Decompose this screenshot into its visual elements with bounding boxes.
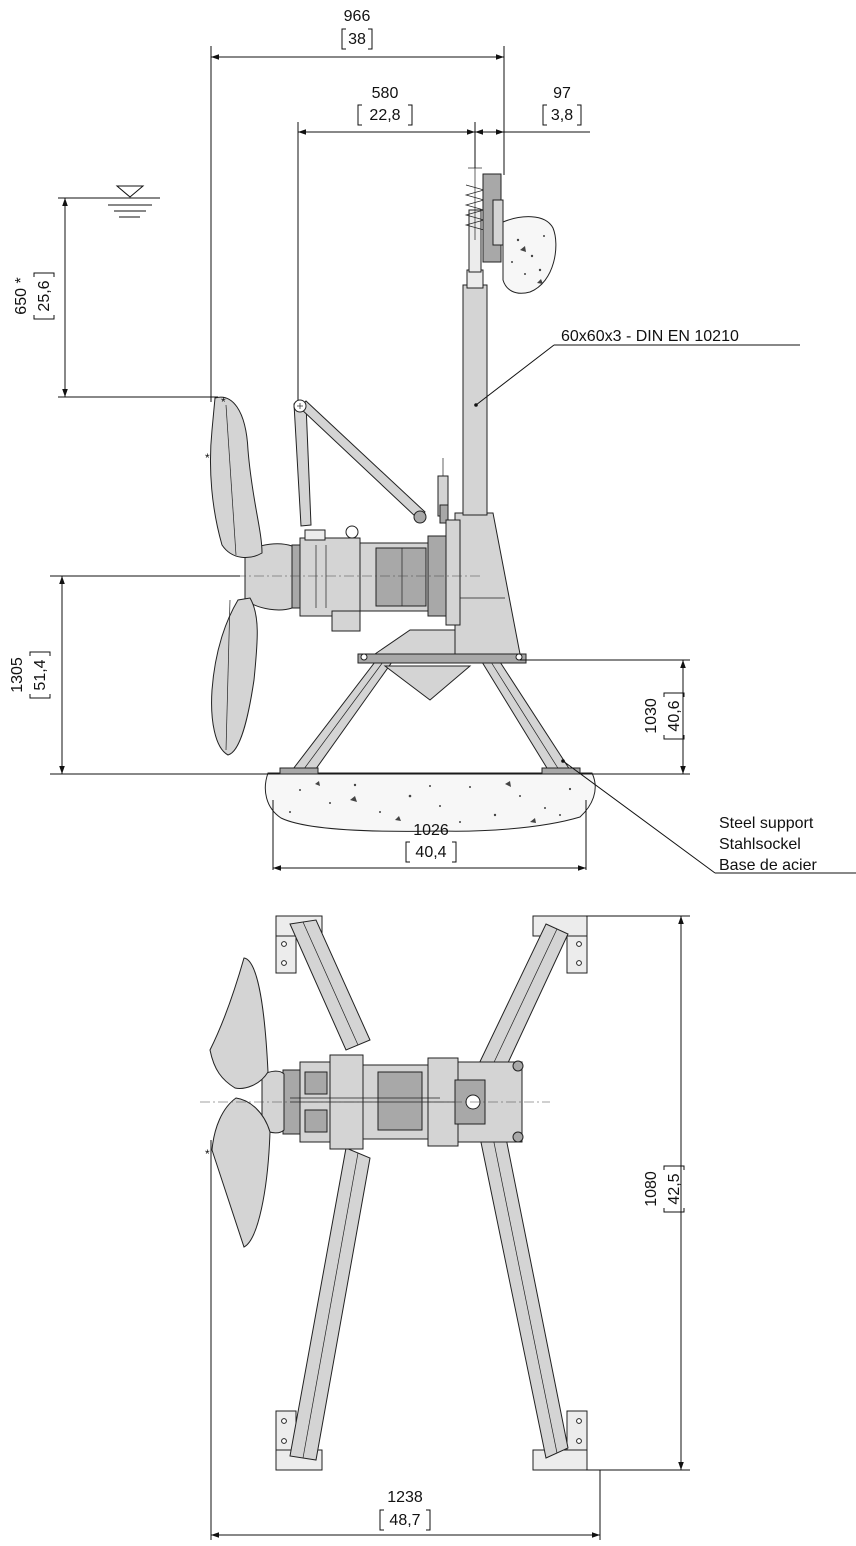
dim-1030-alt: 40,6 [666,700,683,731]
plan-propeller-blade-upper [209,957,269,1089]
mount-bracket [454,512,521,655]
stand-leg-right [481,661,573,774]
water-level-icon [100,185,160,218]
propeller-blade-lower [211,597,258,756]
dim-1026-value: 1026 [413,822,449,839]
plan-propeller-blade-lower [211,1097,271,1248]
svg-text:*: * [205,1147,210,1161]
plan-view: * [200,915,588,1471]
dim-580-alt: 22,8 [369,107,400,124]
dim-97-value: 97 [553,85,571,102]
steel-support-label-en: Steel support [719,815,814,832]
motor-housing [291,519,461,632]
plan-leg-br [475,1107,569,1459]
guide-tube-label: 60x60x3 - DIN EN 10210 [561,328,739,345]
side-dimensions: 966 38 580 22,8 97 3,8 650 * 25,6 1305 5… [9,8,856,874]
stand-platform [357,653,527,664]
dim-1305-value: 1305 [9,657,26,693]
lifting-arm [293,403,312,527]
dim-1080-alt: 42,5 [666,1173,683,1204]
dim-1305-alt: 51,4 [32,659,49,690]
side-view: * * [50,167,690,832]
concrete-foundation [264,772,596,832]
svg-text:*: * [205,451,210,465]
plan-dimensions: 1080 42,5 1238 48,7 [210,915,690,1540]
dim-650-alt: 25,6 [36,280,53,311]
dim-650-value: 650 * [13,277,30,314]
plan-leg-tr [475,923,569,1081]
svg-text:*: * [221,395,226,409]
plan-leg-bl [289,1147,371,1461]
wall-concrete [502,216,557,294]
dim-1030-value: 1030 [643,698,660,734]
steel-support-label-fr: Base de acier [719,857,818,874]
dim-966-alt: 38 [348,31,366,48]
concrete-speckle [289,781,572,823]
dim-1080-value: 1080 [643,1171,660,1207]
steel-support-label-de: Stahlsockel [719,836,801,853]
dim-1238-value: 1238 [387,1489,423,1506]
plan-leg-tl [289,919,371,1051]
propeller-blade-upper [209,396,263,558]
dim-1026-alt: 40,4 [415,844,446,861]
dim-1238-alt: 48,7 [389,1512,420,1529]
dim-580-value: 580 [372,85,399,102]
stand-leg-left [288,661,393,774]
guide-tube [462,284,488,516]
dim-97-alt: 3,8 [551,107,573,124]
dim-966-value: 966 [344,8,371,25]
